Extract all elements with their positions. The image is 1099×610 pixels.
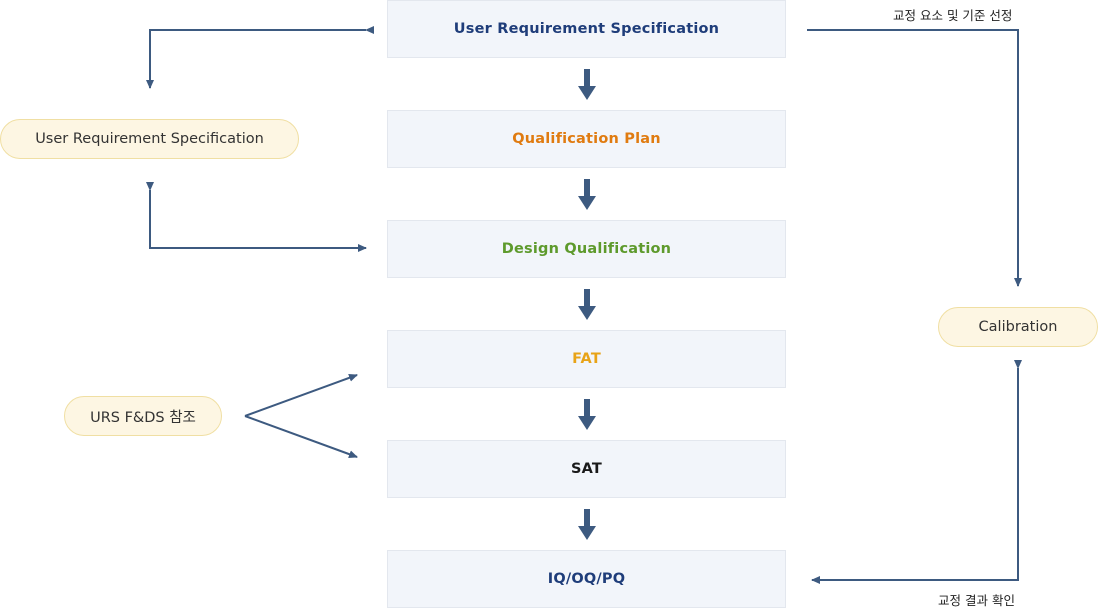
down-arrow-icon [578,69,596,100]
urs-top-connector [146,26,374,89]
calibration-pill: Calibration [938,307,1098,347]
down-arrow-icon [578,509,596,540]
urs-fds-reference-label: URS F&DS 참조 [90,409,196,426]
urs-side-label: User Requirement Specification [35,131,264,147]
urs-fds-reference-pill: URS F&DS 참조 [64,396,222,436]
step-label: FAT [572,351,601,367]
step-user-requirement-specification: User Requirement Specification [387,0,786,58]
step-label: SAT [570,461,603,477]
ref-to-fat-connector [244,373,358,417]
calibration-select-note: 교정 요소 및 기준 선정 [893,8,1013,23]
step-label: IQ/OQ/PQ [547,571,626,587]
step-label: Design Qualification [501,241,672,257]
step-fat: FAT [387,330,786,388]
step-iq-oq-pq: IQ/OQ/PQ [387,550,786,608]
step-label: User Requirement Specification [453,21,720,37]
down-arrow-icon [578,399,596,430]
step-sat: SAT [387,440,786,498]
calibration-label: Calibration [978,319,1058,335]
down-arrow-icon [578,179,596,210]
calibration-out-connector [811,360,1022,584]
step-design-qualification: Design Qualification [387,220,786,278]
urs-side-pill: User Requirement Specification [0,119,299,159]
calibration-check-note: 교정 결과 확인 [938,593,1015,608]
step-label: Qualification Plan [512,131,661,147]
urs-bottom-connector [146,182,367,252]
calibration-in-connector [807,29,1022,287]
down-arrow-icon [578,289,596,320]
ref-to-sat-connector [244,415,358,459]
step-qualification-plan: Qualification Plan [387,110,786,168]
